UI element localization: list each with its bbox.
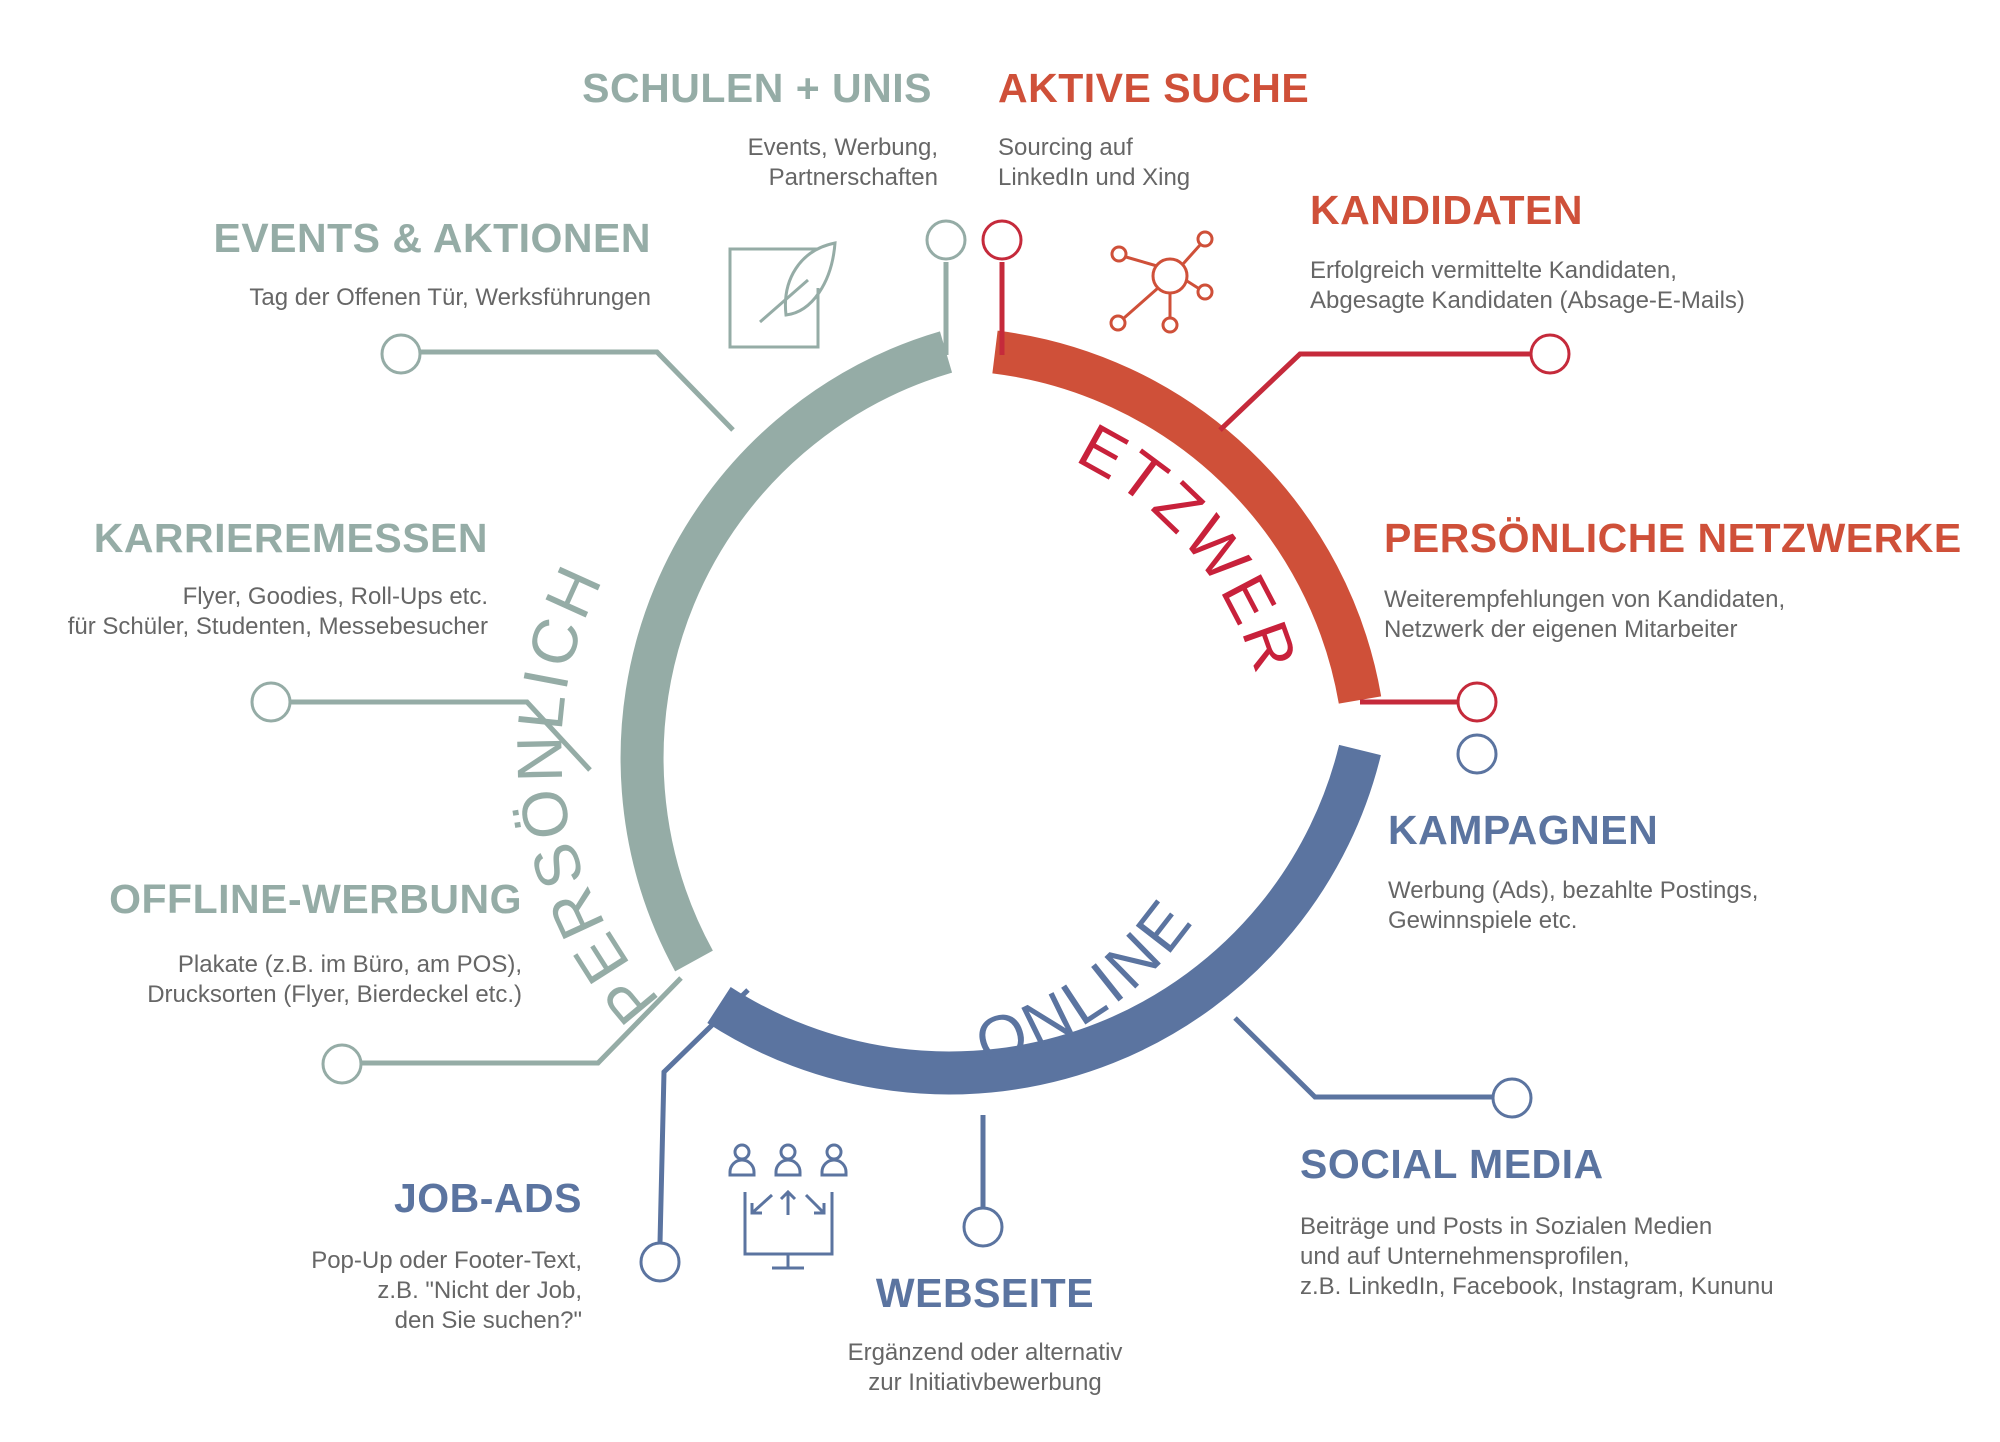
desc-line: Events, Werbung,: [747, 134, 938, 161]
desc-line: LinkedIn und Xing: [998, 164, 1191, 191]
heading-schulen-unis: SCHULEN + UNIS: [582, 65, 932, 111]
heading-social-media: SOCIAL MEDIA: [1300, 1141, 1604, 1187]
connector-job-ads: [657, 988, 750, 1244]
connectors-netzwerk: [999, 262, 1530, 705]
desc-line: Drucksorten (Flyer, Bierdeckel etc.): [147, 981, 522, 1008]
desc-aktive-suche: Sourcing auf LinkedIn und Xing: [998, 133, 1190, 193]
node-webseite: [962, 1206, 1004, 1248]
desc-line: Gewinnspiele etc.: [1388, 907, 1578, 934]
nodes-persoenlich: [250, 219, 967, 1085]
heading-kampagnen: KAMPAGNEN: [1388, 807, 1659, 853]
desc-job-ads: Pop-Up oder Footer-Text, z.B. "Nicht der…: [311, 1246, 582, 1336]
desc-line: Beiträge und Posts in Sozialen Medien: [1300, 1213, 1713, 1240]
node-aktive-suche: [981, 219, 1023, 261]
desc-offline-werbung: Plakate (z.B. im Büro, am POS), Drucksor…: [147, 950, 522, 1010]
desc-webseite: Ergänzend oder alternativ zur Initiativb…: [780, 1338, 1190, 1398]
heading-offline-werbung: OFFLINE-WERBUNG: [109, 876, 522, 922]
desc-events-aktionen: Tag der Offenen Tür, Werksführungen: [249, 283, 651, 313]
node-karrieremessen: [250, 681, 292, 723]
node-offline-werbung: [321, 1043, 363, 1085]
desc-line: Erfolgreich vermittelte Kandidaten,: [1310, 257, 1677, 284]
desc-social-media: Beiträge und Posts in Sozialen Medien un…: [1300, 1212, 1774, 1302]
desc-line: Pop-Up oder Footer-Text,: [311, 1247, 582, 1274]
nodes-online: [639, 733, 1533, 1283]
desc-line: für Schüler, Studenten, Messebesucher: [67, 613, 488, 640]
pen-and-paper-icon: [728, 241, 837, 349]
desc-persoenliche-netzwerke: Weiterempfehlungen von Kandidaten, Netzw…: [1384, 585, 1785, 645]
node-job-ads: [639, 1241, 681, 1283]
desc-line: Werbung (Ads), bezahlte Postings,: [1388, 877, 1759, 904]
desc-line: z.B. LinkedIn, Facebook, Instagram, Kunu…: [1300, 1273, 1774, 1300]
desc-line: den Sie suchen?": [394, 1307, 582, 1334]
nodes-netzwerk: [981, 219, 1571, 723]
desc-line: Tag der Offenen Tür, Werksführungen: [249, 284, 651, 311]
ring-segment-online: [707, 744, 1381, 1095]
desc-line: Weiterempfehlungen von Kandidaten,: [1384, 586, 1786, 613]
desc-line: Partnerschaften: [768, 164, 938, 191]
connectors-persoenlich: [290, 262, 949, 1066]
connectors-online: [657, 988, 1493, 1244]
desc-line: Plakate (z.B. im Büro, am POS),: [177, 951, 522, 978]
node-persoenliche-netzwerke: [1456, 681, 1498, 723]
node-schulen: [925, 219, 967, 261]
ring-segment-persoenlich: [620, 331, 953, 972]
heading-webseite: WEBSEITE: [875, 1270, 1095, 1316]
heading-karrieremessen: KARRIEREMESSEN: [93, 515, 488, 561]
connector-events: [420, 349, 735, 432]
desc-kandidaten: Erfolgreich vermittelte Kandidaten, Abge…: [1310, 256, 1745, 316]
desc-schulen-unis: Events, Werbung, Partnerschaften: [748, 133, 938, 193]
desc-kampagnen: Werbung (Ads), bezahlte Postings, Gewinn…: [1388, 876, 1758, 936]
node-kampagnen: [1456, 733, 1498, 775]
network-nodes-icon: [1109, 230, 1214, 334]
heading-events-aktionen: EVENTS & AKTIONEN: [213, 215, 651, 261]
desc-line: Ergänzend oder alternativ: [847, 1339, 1123, 1366]
desc-line: Sourcing auf: [998, 134, 1133, 161]
desc-karrieremessen: Flyer, Goodies, Roll-Ups etc. für Schüle…: [68, 582, 488, 642]
node-events: [380, 333, 422, 375]
connector-social-media: [1233, 1016, 1493, 1100]
connector-offline-werbung: [361, 976, 683, 1066]
node-kandidaten: [1529, 333, 1571, 375]
desc-line: z.B. "Nicht der Job,: [377, 1277, 582, 1304]
connector-karrieremessen: [290, 699, 592, 772]
desc-line: und auf Unternehmensprofilen,: [1300, 1243, 1630, 1270]
heading-job-ads: JOB-ADS: [393, 1175, 582, 1221]
node-social-media: [1491, 1077, 1533, 1119]
desc-line: Netzwerk der eigenen Mitarbeiter: [1384, 616, 1738, 643]
heading-kandidaten: KANDIDATEN: [1310, 187, 1584, 233]
ring-segment-netzwerk: [992, 330, 1382, 704]
connector-kandidaten: [1218, 351, 1530, 432]
people-monitor-icon: [728, 1143, 848, 1270]
heading-aktive-suche: AKTIVE SUCHE: [998, 65, 1310, 111]
heading-persoenliche-netzwerke: PERSÖNLICHE NETZWERKE: [1384, 515, 1962, 561]
desc-line: zur Initiativbewerbung: [868, 1369, 1102, 1396]
desc-line: Flyer, Goodies, Roll-Ups etc.: [182, 583, 488, 610]
desc-line: Abgesagte Kandidaten (Absage-E-Mails): [1310, 287, 1745, 314]
